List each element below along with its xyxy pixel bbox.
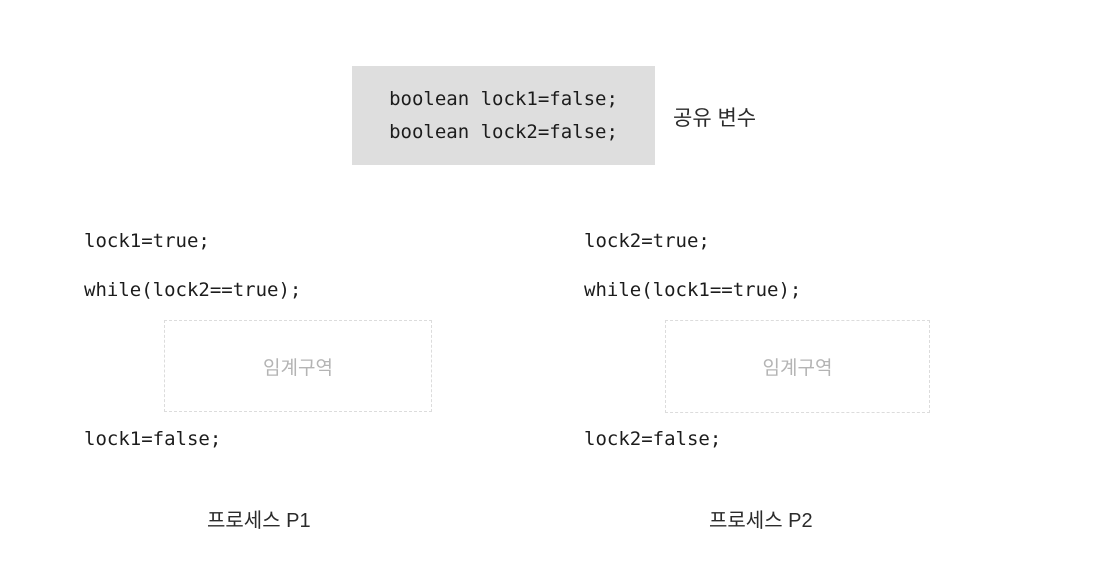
p1-wait-statement: while(lock2==true); bbox=[84, 279, 302, 301]
shared-variable-box: boolean lock1=false; boolean lock2=false… bbox=[352, 66, 655, 165]
p2-entry-statement: lock2=true; bbox=[584, 230, 710, 252]
p2-exit-statement: lock2=false; bbox=[584, 428, 722, 450]
process-column-p1: lock1=true; while(lock2==true); 임계구역 loc… bbox=[84, 215, 514, 535]
p2-wait-statement: while(lock1==true); bbox=[584, 279, 802, 301]
p2-critical-section: 임계구역 bbox=[665, 320, 930, 413]
shared-variable-line-2: boolean lock2=false; bbox=[389, 120, 618, 143]
process-column-p2: lock2=true; while(lock1==true); 임계구역 loc… bbox=[584, 215, 1014, 535]
p1-critical-section: 임계구역 bbox=[164, 320, 432, 412]
p2-critical-section-label: 임계구역 bbox=[762, 358, 833, 379]
p1-exit-statement: lock1=false; bbox=[84, 428, 222, 450]
p1-process-name: 프로세스 P1 bbox=[207, 510, 311, 532]
p1-entry-statement: lock1=true; bbox=[84, 230, 210, 252]
p2-process-name: 프로세스 P2 bbox=[709, 510, 813, 532]
shared-variable-line-1: boolean lock1=false; bbox=[389, 87, 618, 110]
shared-variable-label: 공유 변수 bbox=[673, 107, 757, 130]
p1-critical-section-label: 임계구역 bbox=[263, 357, 333, 379]
